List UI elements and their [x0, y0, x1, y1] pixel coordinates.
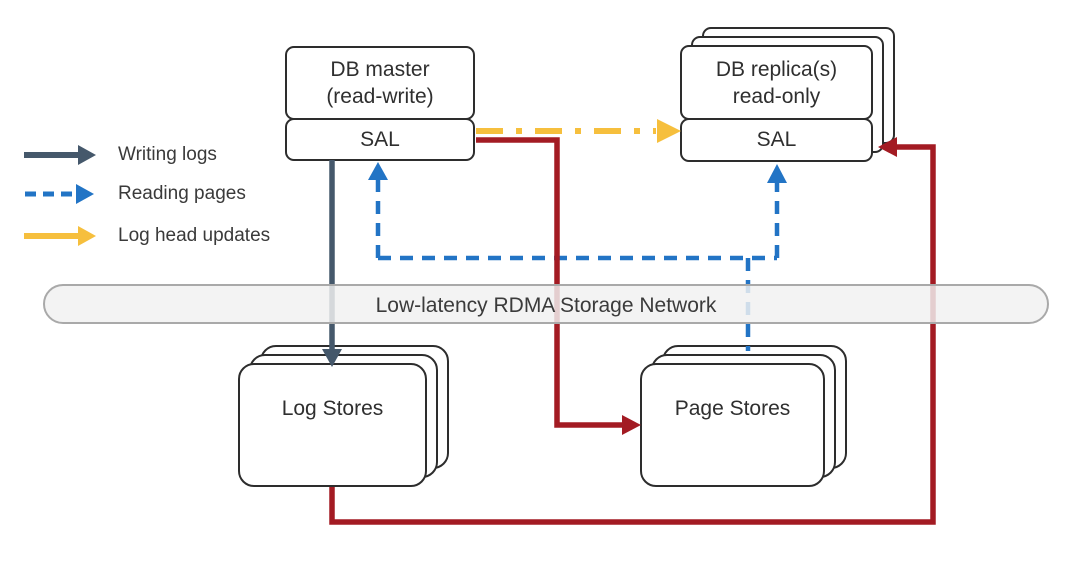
db-master-title-line2: (read-write) — [326, 85, 434, 108]
legend-item-log-head-updates: Log head updates — [24, 223, 270, 249]
log-stores-label: Log Stores — [281, 397, 384, 420]
log-stores-node: Log Stores — [238, 363, 427, 487]
page-stores-node: Page Stores — [640, 363, 825, 487]
writing-logs-arrow — [322, 160, 342, 367]
writing-logs-arrow-icon — [24, 145, 96, 165]
legend-item-writing-logs: Writing logs — [24, 142, 217, 168]
reading-pages-arrow-icon — [25, 184, 94, 204]
legend-label-writing-logs: Writing logs — [118, 144, 217, 165]
red-arrow-master-to-page-stores — [476, 137, 641, 435]
db-master-sal-box: SAL — [285, 118, 475, 161]
db-replicas-title-line2: read-only — [732, 84, 821, 108]
db-replicas-sal-box: SAL — [680, 118, 873, 162]
log-head-updates-arrow-icon — [24, 226, 96, 246]
db-replicas-sal-label: SAL — [756, 128, 797, 151]
db-master-node: DB master (read-write) — [285, 46, 475, 120]
log-head-updates-arrow — [476, 119, 681, 143]
db-master-title-line1: DB master — [330, 58, 430, 81]
db-master-sal-label: SAL — [360, 127, 400, 151]
red-arrow-log-stores-to-replica — [329, 137, 936, 525]
network-bar — [43, 284, 1049, 324]
network-label: Low-latency RDMA Storage Network — [376, 294, 717, 317]
legend-item-reading-pages: Reading pages — [24, 181, 246, 207]
legend-label-reading-pages: Reading pages — [118, 183, 246, 204]
legend-label-log-head-updates: Log head updates — [118, 225, 271, 246]
page-stores-label: Page Stores — [674, 397, 791, 420]
db-replicas-title-line1: DB replica(s) — [715, 57, 838, 81]
